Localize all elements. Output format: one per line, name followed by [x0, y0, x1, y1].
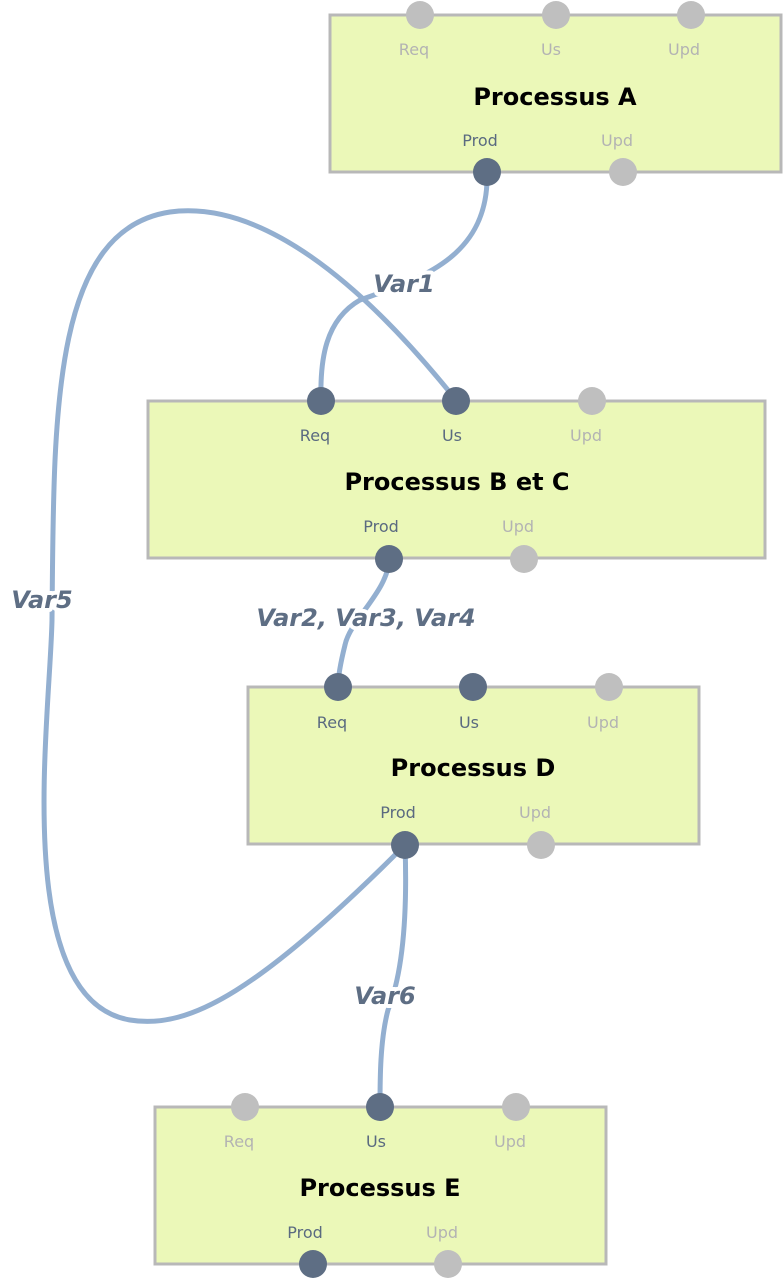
port-label-us: Us: [459, 713, 479, 732]
port-us[interactable]: [366, 1093, 394, 1121]
port-label-upd-bottom: Upd: [426, 1223, 458, 1242]
port-label-req: Req: [300, 426, 330, 445]
edge-var6: [377, 842, 409, 1110]
port-us[interactable]: [442, 387, 470, 415]
port-prod[interactable]: [375, 545, 403, 573]
node-processus-b-et-c[interactable]: Req Us Upd Processus B et C Prod Upd: [146, 387, 767, 573]
port-label-prod: Prod: [287, 1223, 323, 1242]
port-upd-bottom[interactable]: [510, 545, 538, 573]
node-title: Processus D: [391, 754, 556, 782]
node-box: [328, 13, 783, 174]
node-title: Processus E: [299, 1174, 460, 1202]
port-req[interactable]: [406, 1, 434, 29]
port-label-upd-bottom: Upd: [519, 803, 551, 822]
port-label-upd-top: Upd: [668, 40, 700, 59]
node-processus-e[interactable]: Req Us Upd Processus E Prod Upd: [153, 1093, 608, 1278]
node-title: Processus A: [473, 83, 637, 111]
node-box: [246, 685, 701, 846]
edge-label-var1: Var1: [373, 270, 434, 298]
edge-label-var6: Var6: [354, 982, 415, 1010]
edge-var5: [41, 208, 459, 1024]
port-label-upd-bottom: Upd: [502, 517, 534, 536]
edge-label-var2-var3-var4: Var2, Var3, Var4: [256, 604, 475, 632]
port-label-us: Us: [442, 426, 462, 445]
port-label-req: Req: [399, 40, 429, 59]
edge-label-var5: Var5: [11, 586, 72, 614]
port-label-upd-top: Upd: [587, 713, 619, 732]
port-upd-top[interactable]: [502, 1093, 530, 1121]
port-prod[interactable]: [391, 831, 419, 859]
node-processus-a[interactable]: Req Us Upd Processus A Prod Upd: [328, 1, 783, 186]
port-label-upd-bottom: Upd: [601, 131, 633, 150]
port-label-prod: Prod: [380, 803, 416, 822]
port-upd-top[interactable]: [595, 673, 623, 701]
port-label-req: Req: [224, 1132, 254, 1151]
port-upd-bottom[interactable]: [434, 1250, 462, 1278]
port-upd-bottom[interactable]: [609, 158, 637, 186]
port-us[interactable]: [459, 673, 487, 701]
edge-var1: [318, 169, 490, 403]
port-req[interactable]: [307, 387, 335, 415]
port-upd-top[interactable]: [677, 1, 705, 29]
port-label-prod: Prod: [462, 131, 498, 150]
port-upd-top[interactable]: [578, 387, 606, 415]
port-us[interactable]: [542, 1, 570, 29]
port-label-us: Us: [541, 40, 561, 59]
port-label-us: Us: [366, 1132, 386, 1151]
port-upd-bottom[interactable]: [527, 831, 555, 859]
port-req[interactable]: [324, 673, 352, 701]
port-req[interactable]: [231, 1093, 259, 1121]
port-label-upd-top: Upd: [494, 1132, 526, 1151]
port-prod[interactable]: [299, 1250, 327, 1278]
port-label-req: Req: [317, 713, 347, 732]
port-label-upd-top: Upd: [570, 426, 602, 445]
port-prod[interactable]: [473, 158, 501, 186]
node-processus-d[interactable]: Req Us Upd Processus D Prod Upd: [246, 673, 701, 859]
port-label-prod: Prod: [363, 517, 399, 536]
node-box: [153, 1105, 608, 1266]
node-title: Processus B et C: [344, 468, 569, 496]
